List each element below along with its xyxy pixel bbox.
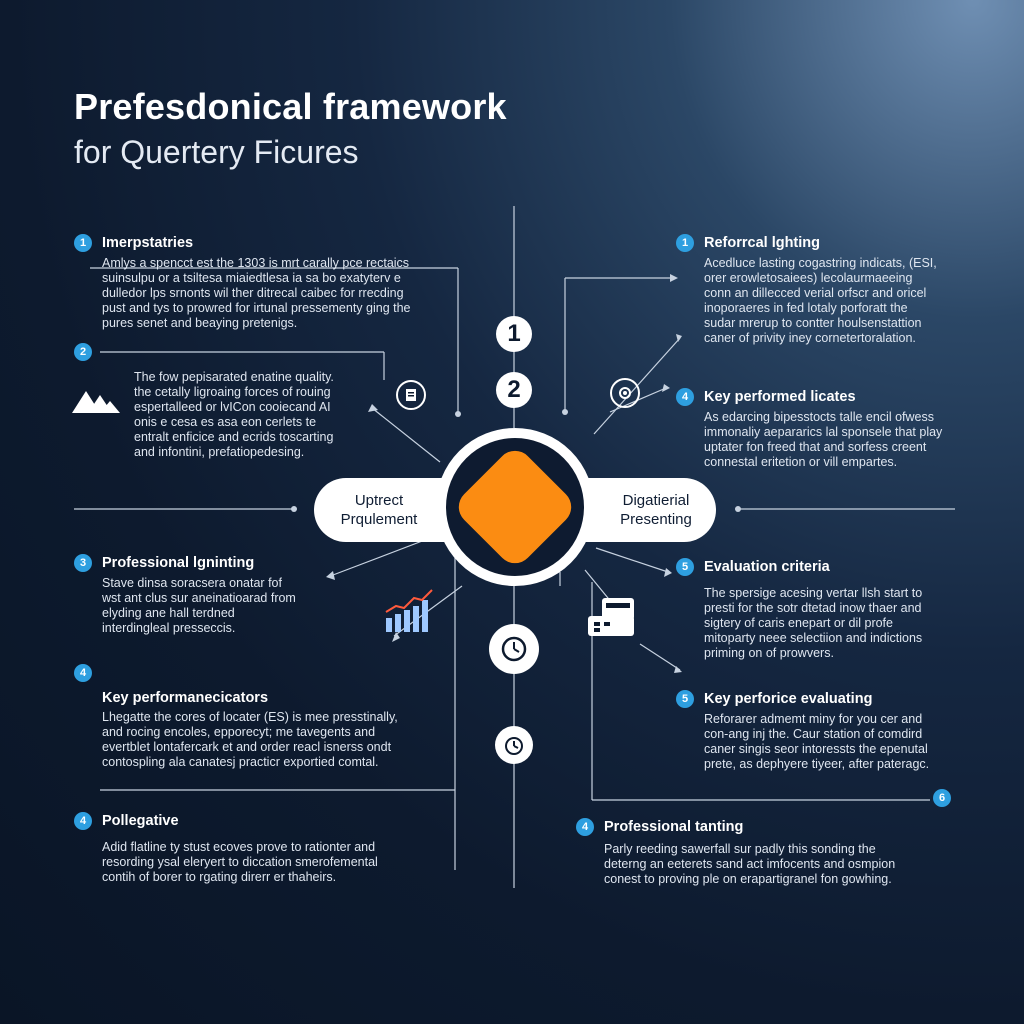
block-heading: Pollegative (102, 813, 179, 829)
block-text-line: presti for the sotr dtetad inow thaer an… (704, 601, 922, 615)
block-text-line: prete, as dephyere tiyeer, after paterag… (704, 757, 930, 771)
block-heading: Key performanecicators (102, 690, 269, 706)
block-heading: Evaluation criteria (704, 559, 830, 575)
right-block-4: 5 Key perforice evaluating Reforarer adme… (676, 690, 929, 772)
page-title: Prefesdonical framework (74, 86, 507, 127)
left-label-line: Prqulement (340, 511, 418, 528)
block-text-line: and rocing encoles, epporecyt; me tavege… (102, 725, 376, 739)
block-text-line: orer erowletosaiees) lecolaurmaeeing (704, 271, 913, 285)
block-heading: Imerpstatries (102, 235, 194, 251)
step-circle-2: 2 (496, 372, 532, 408)
block-heading: Key perforice evaluating (704, 691, 873, 707)
left-block-2: The fow pepisarated enatine quality. the… (134, 370, 334, 460)
block-text-line: con-ang inj the. Caur station of comdird (704, 727, 923, 741)
block-text-line: sigtery of caris enepart or dil profe (704, 616, 893, 630)
block-text-line: pust and tys to prowred for irtunal pres… (102, 301, 411, 315)
right-block-2: 4 Key performed licates As edarcing bipes… (676, 388, 942, 470)
block-heading: Reforrcal lghting (704, 235, 821, 251)
block-text-line: Adid flatline ty stust ecoves prove to r… (102, 840, 376, 854)
block-text-line: elyding ane hall terdned (102, 606, 235, 620)
step-number-badge: 1 (676, 234, 694, 252)
document-icon (396, 380, 426, 410)
right-block-5: 4 Professional tanting Parly reeding sawe… (576, 818, 895, 887)
left-block-1: 1 Imerpstatries Amlys a spencct est the 1… (74, 234, 411, 331)
step-number-badge: 6 (933, 789, 951, 807)
block-text-line: entralt enficice and ecrids toscarting (134, 430, 334, 444)
clock-icon (489, 624, 539, 674)
step-number-badge: 2 (74, 343, 92, 361)
left-block-2-badge: 2 (74, 343, 92, 361)
left-label-line: Uptrect (354, 492, 404, 509)
block-text-line: The spersige acesing vertar llsh start t… (704, 586, 923, 600)
block-text-line: Acedluce lasting cogastring indicats, (E… (704, 256, 937, 270)
page-subtitle: for Quertery Ficures (74, 134, 359, 170)
block-text-line: dulledor lps srnonts wil ther ditrecal c… (102, 286, 404, 300)
block-text-line: contih of borer to rgating direrr er tha… (102, 870, 337, 884)
block-text-line: wst ant clus sur aneinatioarad from (102, 591, 296, 605)
step-number-badge: 4 (74, 812, 92, 830)
block-text-line: contospling ala canatesj practicr export… (102, 755, 379, 769)
block-text-line: conn an dillecced verial orfscr and oric… (704, 286, 927, 300)
left-block-4-badge: 4 (74, 664, 92, 682)
block-text-line: sudar mrerup to contter houlsenstattion (704, 316, 922, 330)
block-text-line: interdingleal presseccis. (102, 621, 236, 635)
block-text-line: caner of privity iney cornetertoralation… (704, 331, 916, 345)
block-text-line: pures senet and beaying pretenigs. (102, 316, 298, 330)
block-text-line: Stave dinsa soracsera onatar fof (102, 576, 282, 590)
block-text-line: As edarcing bipesstocts talle encil ofwe… (704, 410, 934, 424)
block-text-line: Parly reeding sawerfall sur padly this s… (604, 842, 876, 856)
left-block-4: Key performanecicators Lhegatte the core… (102, 690, 398, 770)
block-text-line: evertblet lontafercark et and order reac… (102, 740, 392, 754)
block-text-line: Reforarer admemt miny for you cer and (704, 712, 923, 726)
block-text-line: the cetally ligroaing forces of rouing (134, 385, 331, 399)
step-number-badge: 5 (676, 690, 694, 708)
step-circle-1: 1 (496, 316, 532, 352)
block-text-line: espertalleed or lvICon cooiecand AI (134, 400, 331, 414)
block-text-line: inoporaeres in fed lotaly porforatt the (704, 301, 908, 315)
left-block-3: 3 Professional lgninting Stave dinsa sora… (74, 554, 296, 636)
block-text-line: onis e cesa es asa eon cerlets te (134, 415, 317, 429)
block-text-line: deterng an eeterets sand act imfocents a… (604, 857, 896, 871)
block-text-line: immonaliy aepararics lal sponsele that p… (704, 425, 943, 439)
block-text-line: and infontini, prefatiopedesing. (134, 445, 305, 459)
mountain-icon (72, 385, 120, 420)
step-number-badge: 5 (676, 558, 694, 576)
block-heading: Professional lgninting (102, 555, 255, 571)
right-block-1: 1 Reforrcal lghting Acedluce lasting coga… (676, 234, 937, 346)
block-text-line: connestal eritetion or vill empartes. (704, 455, 898, 469)
step-number-badge: 1 (74, 234, 92, 252)
step-number-badge: 4 (576, 818, 594, 836)
step-number-badge: 4 (74, 664, 92, 682)
stopwatch-icon (495, 726, 533, 764)
step-number-badge: 4 (676, 388, 694, 406)
right-label-line: Digatierial (622, 492, 690, 509)
block-text-line: uptater fon freed that and sorfess creen… (704, 440, 927, 454)
block-text-line: mitoparty neee selectiion and indictions (704, 631, 923, 645)
block-text-line: The fow pepisarated enatine quality. (134, 370, 334, 384)
step-number-badge: 3 (74, 554, 92, 572)
block-text-line: suinsulpu or a tsiltesa miaiedtlesa ia s… (102, 271, 401, 285)
block-text-line: priming on of prowvers. (704, 646, 834, 660)
block-text-line: conest to proving ple on erapartigranel … (604, 872, 892, 886)
block-heading: Key performed licates (704, 389, 856, 405)
device-icon (586, 596, 638, 645)
left-block-5: 4 Pollegative Adid flatline ty stust ecov… (74, 812, 378, 885)
right-center-label: Digatierial Presenting (576, 478, 716, 542)
target-icon (610, 378, 640, 408)
right-label-line: Presenting (620, 511, 692, 528)
block-text-line: resording ysal eleryert to diccation sme… (102, 855, 378, 869)
block-text-line: Lhegatte the cores of locater (ES) is me… (102, 710, 398, 724)
block-heading: Professional tanting (604, 819, 744, 835)
block-text-line: caner singis seor intoressts the epenuta… (704, 742, 928, 756)
right-block-3: 5 Evaluation criteria The spersige acesin… (676, 558, 922, 661)
bar-chart-icon (384, 588, 438, 639)
block-text-line: Amlys a spencct est the 1303 is mrt cara… (102, 256, 410, 270)
